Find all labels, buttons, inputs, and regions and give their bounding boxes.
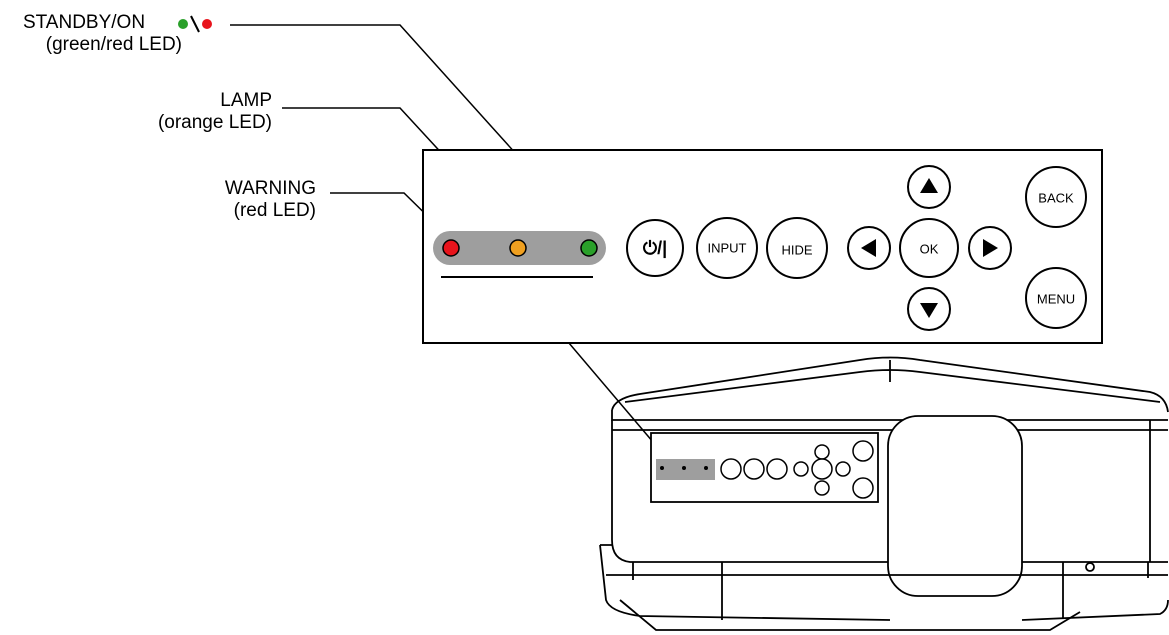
hide-button[interactable]: HIDE <box>766 217 828 279</box>
down-arrow-icon <box>920 303 938 318</box>
warning-label: WARNING (red LED) <box>80 178 316 222</box>
back-button[interactable]: BACK <box>1025 166 1087 228</box>
menu-button[interactable]: MENU <box>1025 267 1087 329</box>
lamp-label-name: LAMP <box>220 90 272 111</box>
standby-led-icon <box>580 239 598 257</box>
projector-led-bar <box>656 459 715 480</box>
standby-slash <box>190 15 200 33</box>
right-arrow-icon <box>983 239 998 257</box>
up-arrow-icon <box>920 178 938 193</box>
ok-button[interactable]: OK <box>899 218 959 278</box>
power-button-label: ⏻/| <box>643 238 667 258</box>
input-button[interactable]: INPUT <box>696 217 758 279</box>
small-led-dot-1 <box>660 466 664 470</box>
standby-green-dot-icon <box>178 19 188 29</box>
ok-button-label: OK <box>920 242 939 257</box>
input-button-label: INPUT <box>708 241 747 256</box>
hide-button-label: HIDE <box>781 243 812 258</box>
warning-label-name: WARNING <box>224 178 316 199</box>
menu-button-label: MENU <box>1037 292 1075 307</box>
projector-body <box>599 356 1169 631</box>
up-button[interactable] <box>907 165 951 209</box>
warning-label-desc: (red LED) <box>233 200 316 221</box>
standby-label-name: STANDBY/ON <box>22 12 146 33</box>
projector-small-buttons <box>720 440 874 499</box>
standby-label-desc: (green/red LED) <box>45 34 182 55</box>
power-button[interactable]: ⏻/| <box>626 219 684 277</box>
left-arrow-icon <box>861 239 876 257</box>
down-button[interactable] <box>907 287 951 331</box>
standby-label: STANDBY/ON (green/red LED) <box>0 12 182 56</box>
right-button[interactable] <box>968 226 1012 270</box>
warning-led-icon <box>442 239 460 257</box>
small-led-dot-2 <box>682 466 686 470</box>
back-button-label: BACK <box>1038 191 1074 206</box>
small-led-dot-3 <box>704 466 708 470</box>
left-button[interactable] <box>847 226 891 270</box>
standby-red-dot-icon <box>202 19 212 29</box>
lamp-label: LAMP (orange LED) <box>80 90 272 134</box>
lamp-label-desc: (orange LED) <box>157 112 272 133</box>
lamp-led-icon <box>509 239 527 257</box>
